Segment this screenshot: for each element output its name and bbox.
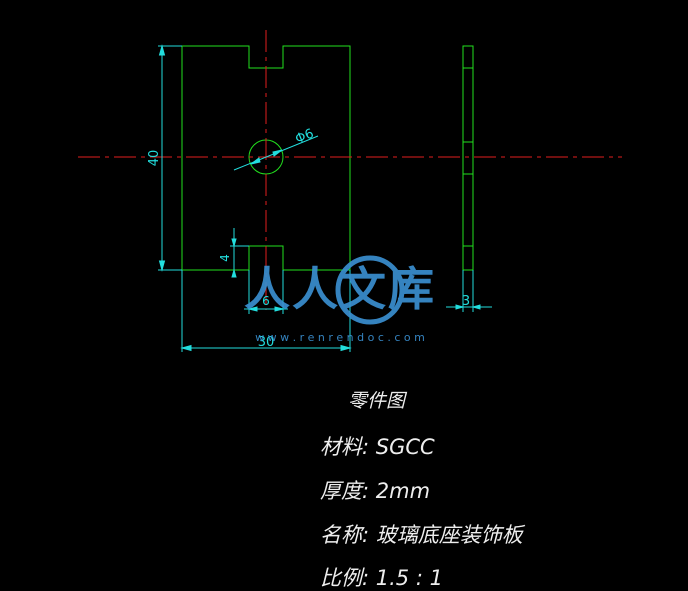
drawing-title: 零件图 [348,390,406,412]
dimension-label-30: 30 [258,335,275,350]
dimension-width-30 [180,270,352,352]
watermark-circle [335,255,405,325]
note-material: 材料: SGCC [320,435,435,459]
dimension-thickness-3 [446,270,492,312]
watermark-brand: 人人文库 [244,262,436,316]
note-name: 名称: 玻璃底座装饰板 [320,523,523,547]
dimension-height-40 [158,44,182,272]
dimension-label-4: 4 [218,254,232,262]
dimension-label-40: 40 [147,150,162,167]
watermark-logo: 人人文库 w w w . r e n r e n d o c . c o m [244,255,436,344]
watermark-url: w w w . r e n r e n d o c . c o m [255,331,425,344]
side-view-outline [462,45,474,271]
dimension-slot-width-6 [244,270,288,314]
dimension-diameter-6 [233,135,319,171]
note-thickness: 厚度: 2mm [320,479,431,503]
note-scale: 比例: 1.5 : 1 [320,566,443,590]
dimension-slot-depth-4 [230,228,249,278]
dimension-label-diameter-6: Φ6 [293,126,316,147]
dimension-label-6: 6 [262,294,270,308]
dimension-label-3: 3 [462,294,470,309]
